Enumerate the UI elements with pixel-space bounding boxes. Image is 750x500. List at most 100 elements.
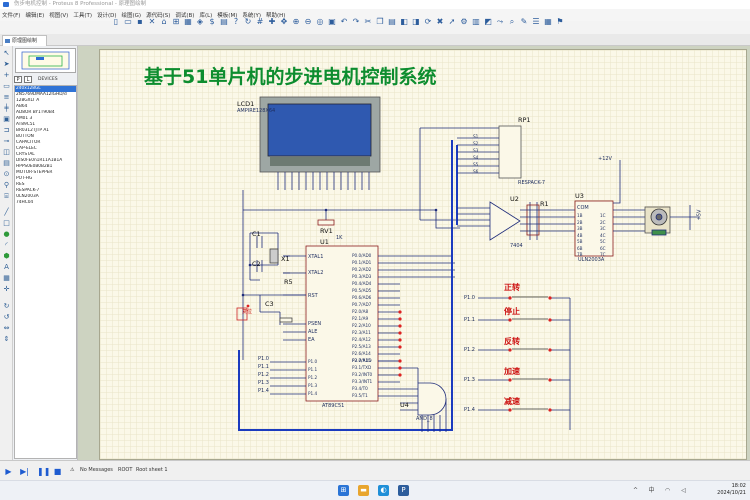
rotate-cw-icon[interactable]: ↻: [3, 302, 10, 310]
bom-icon[interactable]: $: [209, 17, 215, 26]
save-icon[interactable]: ▪: [137, 17, 143, 26]
taskbar-clock[interactable]: 18:02 2024/10/21: [717, 483, 746, 497]
selection-mode-icon[interactable]: ↖: [3, 49, 10, 57]
menu-file[interactable]: 文件(F): [2, 13, 21, 19]
button-stop[interactable]: 停止: [504, 307, 520, 316]
menu-library[interactable]: 库(L): [199, 13, 213, 19]
library-manager-button[interactable]: L: [24, 76, 32, 83]
pan-icon[interactable]: ✥: [280, 17, 288, 26]
probe-icon[interactable]: ⚲: [3, 181, 10, 189]
menu-system[interactable]: 系统(Y): [242, 13, 261, 19]
device-list-item[interactable]: 74HC04: [16, 200, 34, 205]
paste-icon[interactable]: ▤: [388, 17, 396, 26]
device-list-item[interactable]: ULN2003A: [16, 194, 39, 199]
device-list-item[interactable]: AB64: [16, 104, 28, 109]
property-icon[interactable]: ✎: [520, 17, 528, 26]
open-icon[interactable]: ▭: [124, 17, 132, 26]
menu-debug[interactable]: 调试(B): [175, 13, 195, 19]
component-mode-icon[interactable]: ➤: [3, 60, 10, 68]
line-icon[interactable]: ╱: [4, 208, 9, 216]
generator-icon[interactable]: ⊙: [3, 170, 10, 178]
menu-edit[interactable]: 编辑(E): [25, 13, 45, 19]
cut-icon[interactable]: ✂: [364, 17, 372, 26]
path-icon[interactable]: ⬢: [3, 252, 10, 260]
bus-icon[interactable]: ╪: [4, 104, 9, 112]
messages-status[interactable]: No Messages: [80, 467, 113, 473]
device-list-item[interactable]: BR0312TJTP A1: [16, 128, 50, 133]
instrument-icon[interactable]: ⌸: [4, 192, 9, 200]
tray-icon-1[interactable]: ^: [632, 487, 639, 494]
file-explorer-icon[interactable]: ▬: [358, 485, 369, 496]
new-icon[interactable]: ▯: [113, 17, 119, 26]
device-list-item[interactable]: CAPACITOR: [16, 140, 41, 145]
volume-icon[interactable]: ◁: [681, 487, 686, 494]
pcb-icon[interactable]: ▦: [184, 17, 192, 26]
device-list-item[interactable]: RESPACK-7: [16, 188, 40, 193]
search-icon[interactable]: ⌕: [509, 16, 515, 26]
button-reverse[interactable]: 反转: [504, 337, 520, 346]
home-icon[interactable]: ⌂: [161, 17, 167, 26]
stop-icon[interactable]: ■: [53, 467, 62, 476]
compile-icon[interactable]: ⚑: [556, 17, 564, 26]
device-list-item[interactable]: BUTTON: [16, 134, 34, 139]
schematic-icon[interactable]: ⊞: [172, 17, 180, 26]
junction-dot-icon[interactable]: +: [3, 71, 10, 79]
subcircuit-icon[interactable]: ▣: [3, 115, 10, 123]
menu-template[interactable]: 模板(M): [217, 13, 238, 19]
rotate-ccw-icon[interactable]: ↺: [3, 313, 10, 321]
gerber-icon[interactable]: ◈: [196, 17, 204, 26]
tape-icon[interactable]: ▤: [3, 159, 10, 167]
marker-icon[interactable]: ✛: [3, 285, 10, 293]
button-accelerate[interactable]: 加速: [504, 367, 520, 376]
copy-icon[interactable]: ❐: [376, 17, 384, 26]
button-forward[interactable]: 正转: [504, 283, 520, 292]
play-icon[interactable]: ▶: [5, 467, 12, 476]
box-icon[interactable]: □: [3, 219, 10, 227]
device-list-item[interactable]: AD8OR BY1T90B4: [16, 110, 55, 115]
refresh-icon[interactable]: ↻: [244, 17, 252, 26]
device-list-item[interactable]: CRYSTAL: [16, 152, 35, 157]
device-list-item[interactable]: HPPS0E0B0B2B1: [16, 164, 53, 169]
pick-devices-button[interactable]: P: [14, 76, 22, 83]
device-list-item[interactable]: POT-HG: [16, 176, 33, 181]
edge-browser-icon[interactable]: ◐: [378, 485, 389, 496]
menu-graph[interactable]: 绘图(G): [121, 13, 142, 19]
grid-icon[interactable]: #: [256, 17, 264, 26]
source-icon[interactable]: ▤: [220, 17, 228, 26]
button-decelerate[interactable]: 减速: [504, 397, 520, 406]
origin-icon[interactable]: ✚: [268, 17, 276, 26]
undo-icon[interactable]: ↶: [340, 17, 348, 26]
block-rotate-icon[interactable]: ⟳: [424, 17, 432, 26]
device-list-item[interactable]: 240x128GL: [15, 86, 76, 92]
overview-preview[interactable]: [15, 48, 76, 73]
menu-source[interactable]: 源代码(S): [146, 13, 171, 19]
tab-schematic[interactable]: 原理图绘制: [2, 35, 47, 46]
schematic-canvas[interactable]: 基于51单片机的步进电机控制系统: [78, 46, 750, 460]
close-icon[interactable]: ✕: [148, 17, 156, 26]
decompose-icon[interactable]: ◩: [484, 17, 492, 26]
wifi-icon[interactable]: ◠: [664, 487, 671, 494]
device-list-item[interactable]: 2N5769DMAA12IGHD/d: [16, 92, 67, 97]
bill-icon[interactable]: ▦: [544, 17, 552, 26]
netlist-icon[interactable]: ☰: [532, 17, 540, 26]
zoom-area-icon[interactable]: ▣: [328, 17, 336, 26]
step-icon[interactable]: ▶|: [20, 467, 29, 476]
symbol-icon[interactable]: ▦: [3, 274, 10, 282]
device-list-item[interactable]: AT89C51: [16, 122, 36, 127]
device-list-item[interactable]: RES: [16, 182, 25, 187]
schematic-sheet[interactable]: 基于51单片机的步进电机控制系统: [99, 49, 747, 460]
device-list-item[interactable]: DIS0FE0n1R11A1B1A: [16, 158, 63, 163]
text-script-icon[interactable]: ≡: [3, 93, 10, 101]
menu-design[interactable]: 设计(D): [96, 13, 117, 19]
menu-help[interactable]: 帮助(H): [266, 13, 286, 19]
menu-tools[interactable]: 工具(T): [73, 13, 92, 19]
lang-indicator[interactable]: 中: [648, 487, 655, 494]
pin-icon[interactable]: ⊸: [3, 137, 10, 145]
windows-start-icon[interactable]: ⊞: [338, 485, 349, 496]
flip-v-icon[interactable]: ⇕: [3, 335, 10, 343]
packaging-icon[interactable]: ▥: [472, 17, 480, 26]
device-list-item[interactable]: 128GXLT A: [16, 98, 40, 103]
circle-icon[interactable]: ●: [3, 230, 10, 238]
device-list-item[interactable]: AM01 3: [16, 116, 33, 121]
